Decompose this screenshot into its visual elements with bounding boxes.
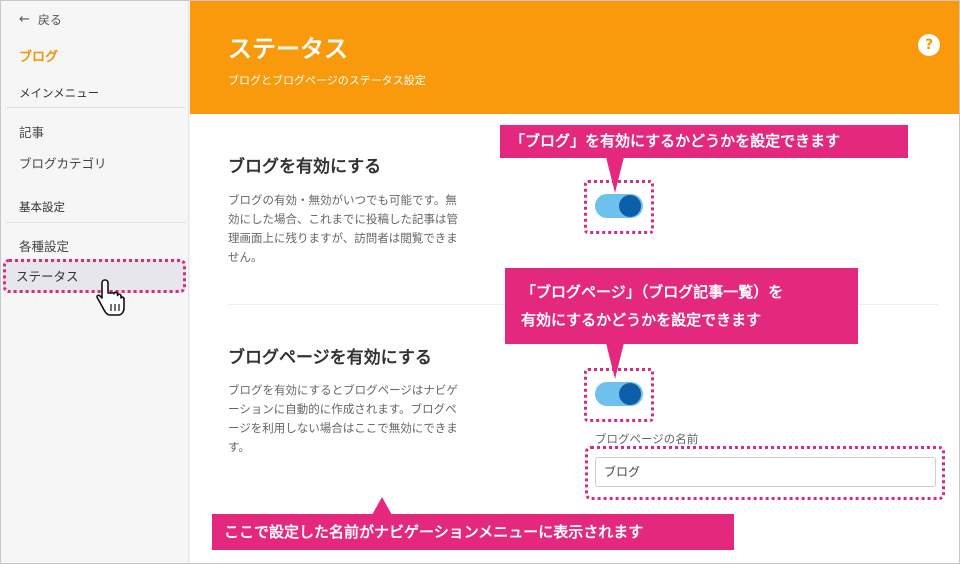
sidebar-item-status[interactable] — [3, 259, 186, 293]
callout-blog-toggle: 「ブログ」を有効にするかどうかを設定できます — [500, 125, 908, 158]
sidebar-section-main: メインメニュー — [19, 86, 100, 100]
blog-page-name-input[interactable]: ブログ — [595, 457, 936, 487]
blog-page-name-highlight — [585, 446, 945, 500]
blog-enable-description: ブログの有効・無効がいつでも可能です。無効にした場合、これまでに投稿した記事は管… — [228, 193, 458, 264]
sidebar-section-basic: 基本設定 — [19, 200, 65, 214]
callout-tail — [606, 343, 624, 379]
page-header: ステータス ブログとブログページのステータス設定 ? — [190, 1, 959, 114]
sidebar-divider — [6, 222, 186, 223]
callout-tail — [606, 157, 624, 193]
blog-page-name-label: ブログページの名前 — [595, 432, 699, 446]
sidebar-item-articles[interactable]: 記事 — [19, 125, 45, 140]
callout-field-name: ここで設定した名前がナビゲーションメニューに表示されます — [212, 514, 734, 550]
sidebar-item-categories[interactable]: ブログカテゴリ — [19, 156, 107, 171]
blog-page-enable-title: ブログページを有効にする — [228, 348, 432, 368]
toggle-knob — [619, 195, 641, 217]
arrow-left-icon: ← — [19, 12, 30, 27]
back-label: 戻る — [37, 13, 62, 27]
sidebar-blog-title[interactable]: ブログ — [19, 50, 59, 65]
sidebar-item-status-label: ステータス — [16, 269, 79, 284]
blog-enable-title: ブログを有効にする — [228, 157, 382, 177]
blog-page-enable-toggle[interactable] — [595, 382, 643, 406]
toggle-knob — [619, 383, 641, 405]
callout-tail — [372, 497, 392, 515]
callout-blog-page-toggle: 「ブログページ」（ブログ記事一覧）を 有効にするかどうかを設定できます — [505, 268, 858, 344]
page-title: ステータス — [228, 35, 348, 63]
sidebar-item-settings[interactable]: 各種設定 — [19, 239, 70, 254]
callout-line: 有効にするかどうかを設定できます — [521, 311, 762, 329]
hand-pointer-icon — [96, 279, 125, 316]
back-link[interactable]: ← 戻る — [19, 11, 62, 28]
callout-line: 「ブログページ」（ブログ記事一覧）を — [521, 283, 784, 301]
page-subtitle: ブログとブログページのステータス設定 — [228, 74, 426, 87]
sidebar-divider — [6, 107, 186, 108]
blog-enable-toggle[interactable] — [595, 194, 643, 218]
help-icon[interactable]: ? — [918, 34, 940, 56]
blog-page-enable-description: ブログを有効にするとブログページはナビゲーションに自動的に作成されます。ブログペ… — [228, 383, 458, 454]
